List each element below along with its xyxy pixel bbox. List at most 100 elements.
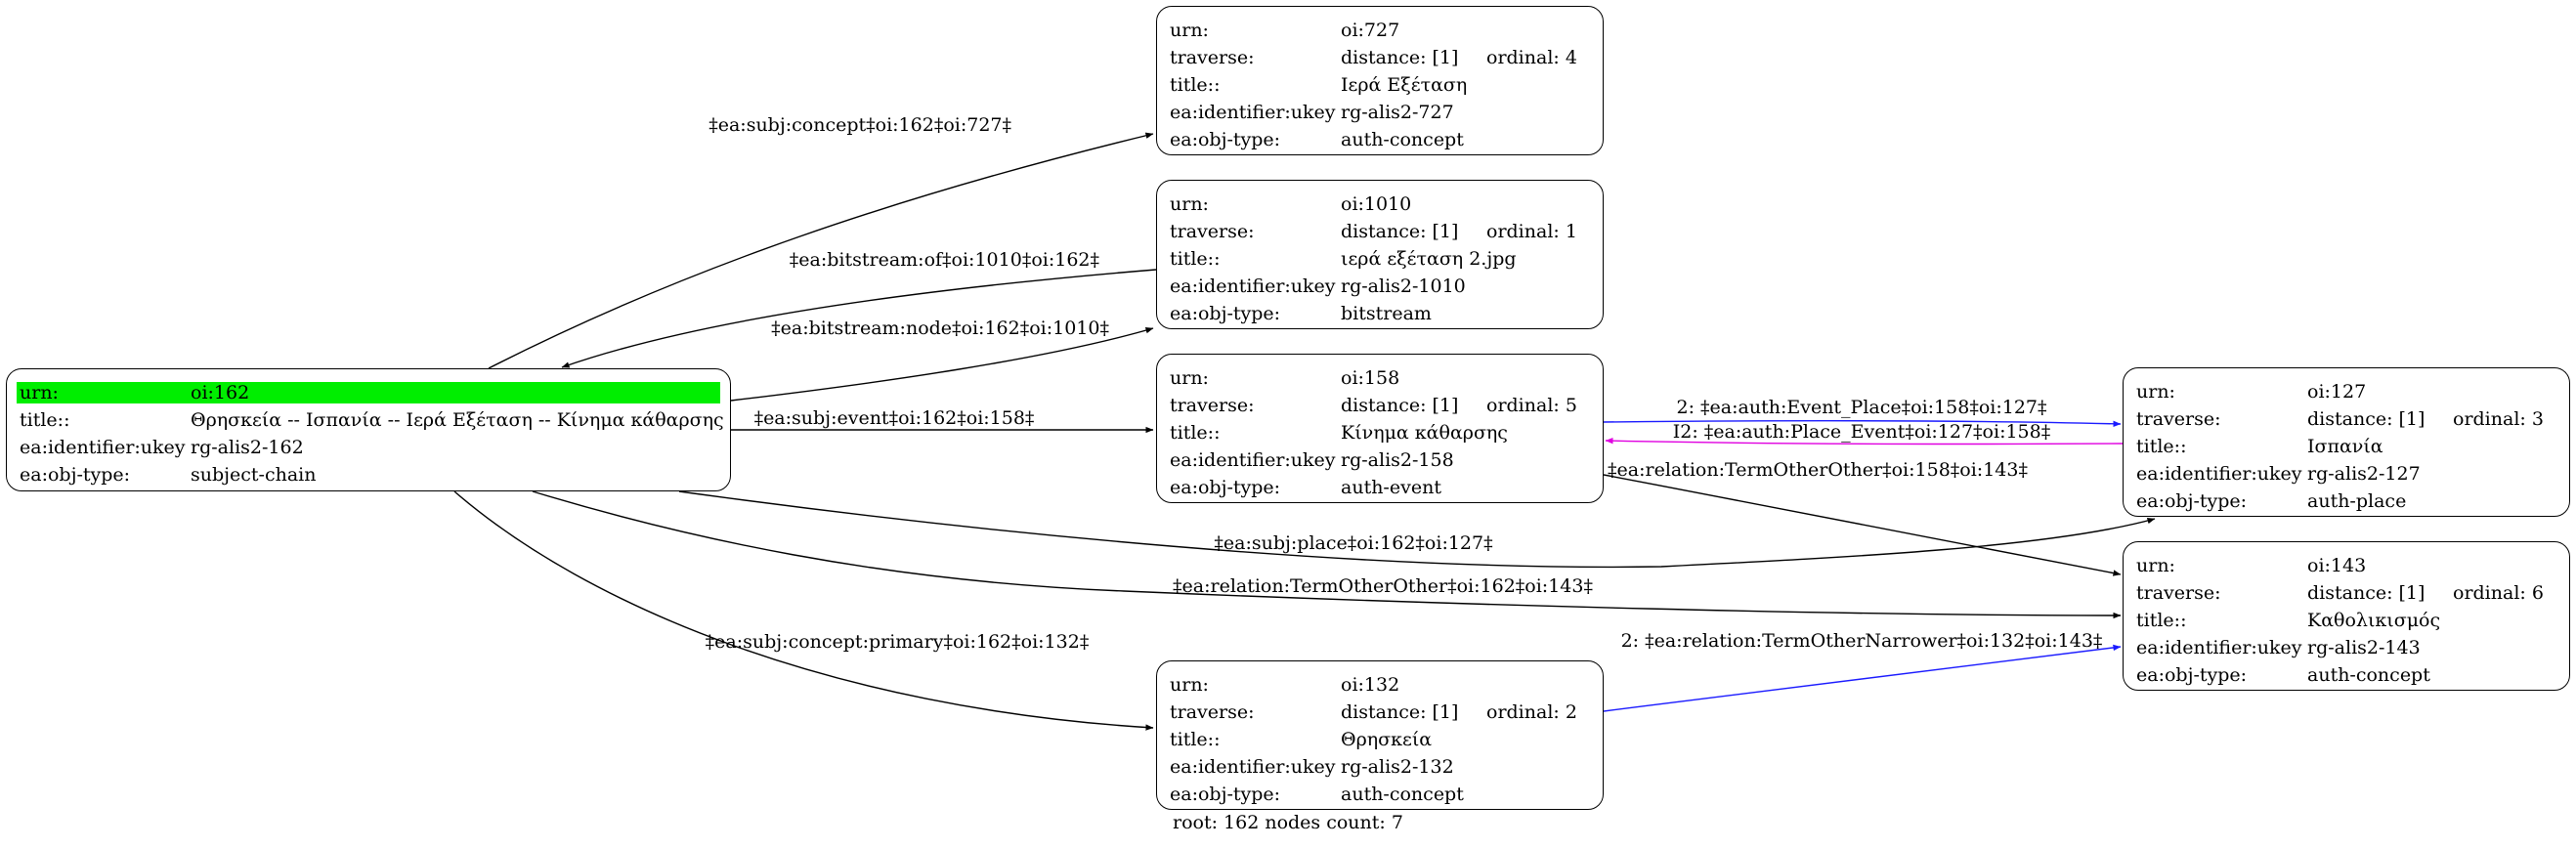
node-143[interactable]: urn:oi:143 traverse: distance: [1] ordinal:… bbox=[2123, 541, 2570, 691]
row-ordinal: ordinal: 1 bbox=[1486, 221, 1577, 242]
row-value: distance: [1] bbox=[1341, 221, 1459, 242]
row-key: traverse: bbox=[2136, 582, 2221, 604]
row-value: oi:158 bbox=[1341, 367, 1400, 389]
node-132[interactable]: urn:oi:132 traverse: distance: [1] ordinal:… bbox=[1156, 660, 1604, 810]
row-value: distance: [1] bbox=[1341, 701, 1459, 723]
row-value: oi:727 bbox=[1341, 20, 1400, 41]
edge-label: 2: ‡ea:auth:Event_Place‡oi:158‡oi:127‡ bbox=[1677, 397, 2047, 418]
node-row: title::ιερά εξέταση 2.jpg bbox=[1157, 246, 1602, 272]
node-row: title::Κίνημα κάθαρσης bbox=[1157, 420, 1602, 445]
footer-summary: root: 162 nodes count: 7 bbox=[1173, 812, 1403, 833]
row-key: title:: bbox=[1170, 729, 1221, 750]
node-row: urn: oi:727 bbox=[1157, 18, 1602, 43]
node-row: urn:oi:143 bbox=[2124, 553, 2568, 578]
node-row: traverse: distance: [1] ordinal: 6 bbox=[2124, 580, 2568, 606]
row-key: urn: bbox=[20, 382, 59, 403]
row-key: ea:obj-type: bbox=[20, 464, 131, 486]
row-key: ea:identifier:ukey bbox=[2136, 463, 2302, 485]
edge-label: ‡ea:subj:place‡oi:162‡oi:127‡ bbox=[1214, 532, 1492, 554]
edge-event-place bbox=[1603, 419, 2122, 428]
row-value: oi:1010 bbox=[1341, 193, 1412, 215]
row-key: ea:identifier:ukey bbox=[20, 437, 186, 458]
edge-termother-162 bbox=[532, 490, 2122, 619]
row-key: traverse: bbox=[1170, 47, 1255, 68]
row-key: title:: bbox=[2136, 436, 2187, 457]
row-value: rg-alis2-727 bbox=[1341, 102, 1454, 123]
node-row: ea:obj-type: auth-event bbox=[1157, 475, 1602, 500]
row-value: distance: [1] bbox=[2307, 582, 2426, 604]
row-ordinal: ordinal: 4 bbox=[1486, 47, 1577, 68]
node-row: traverse:distance: [1]ordinal: 4 bbox=[1157, 45, 1602, 70]
node-158[interactable]: urn: oi:158 traverse: distance: [1] ordinal:… bbox=[1156, 354, 1604, 503]
row-value: distance: [1] bbox=[1341, 395, 1459, 416]
node-row: title::Θρησκεία -- Ισπανία -- Ιερά Εξέτα… bbox=[7, 407, 729, 433]
row-value: oi:132 bbox=[1341, 674, 1400, 696]
edge-label: ‡ea:bitstream:of‡oi:1010‡oi:162‡ bbox=[790, 249, 1099, 271]
row-value: auth-concept bbox=[1341, 784, 1464, 805]
node-row: title::Καθολικισμός bbox=[2124, 608, 2568, 633]
row-key: ea:obj-type: bbox=[1170, 303, 1281, 324]
row-key: title:: bbox=[1170, 248, 1221, 270]
edge-bitstream-node bbox=[730, 327, 1154, 402]
node-row: title::Ισπανία bbox=[2124, 434, 2568, 459]
row-value: auth-event bbox=[1341, 477, 1441, 498]
node-row: ea:obj-type:auth-concept bbox=[2124, 662, 2568, 688]
row-value: Ισπανία bbox=[2307, 436, 2383, 457]
row-value: rg-alis2-132 bbox=[1341, 756, 1454, 778]
row-ordinal: ordinal: 3 bbox=[2453, 408, 2544, 430]
row-ordinal: ordinal: 5 bbox=[1486, 395, 1577, 416]
node-row: traverse:distance: [1]ordinal: 1 bbox=[1157, 219, 1602, 244]
node-row: traverse: distance: [1] ordinal: 5 bbox=[1157, 393, 1602, 418]
node-row: ea:obj-type: bitstream bbox=[1157, 301, 1602, 326]
row-value: rg-alis2-158 bbox=[1341, 449, 1454, 471]
node-row: urn: oi:162 bbox=[7, 380, 729, 405]
row-key: ea:identifier:ukey bbox=[1170, 276, 1336, 297]
root-highlight bbox=[17, 382, 720, 403]
row-key: title:: bbox=[20, 409, 70, 431]
edge-subj-place bbox=[678, 490, 2156, 569]
row-key: ea:obj-type: bbox=[1170, 129, 1281, 150]
row-key: traverse: bbox=[1170, 395, 1255, 416]
row-value: oi:162 bbox=[191, 382, 250, 403]
row-value: rg-alis2-1010 bbox=[1341, 276, 1466, 297]
edge-label: ‡ea:subj:concept:primary‡oi:162‡oi:132‡ bbox=[706, 631, 1090, 653]
node-row: urn:oi:132 bbox=[1157, 672, 1602, 698]
node-127[interactable]: urn: oi:127 traverse:distance: [1]ordinal:… bbox=[2123, 367, 2570, 517]
row-value: bitstream bbox=[1341, 303, 1432, 324]
row-value: rg-alis2-143 bbox=[2307, 637, 2421, 658]
row-key: urn: bbox=[1170, 367, 1209, 389]
row-key: traverse: bbox=[1170, 701, 1255, 723]
edge-label: 2: ‡ea:relation:TermOtherNarrower‡oi:132… bbox=[1621, 630, 2103, 652]
node-row: traverse: distance: [1] ordinal: 2 bbox=[1157, 700, 1602, 725]
row-key: ea:obj-type: bbox=[1170, 784, 1281, 805]
row-key: urn: bbox=[2136, 381, 2175, 403]
row-key: urn: bbox=[1170, 20, 1209, 41]
row-key: title:: bbox=[1170, 74, 1221, 96]
row-value: rg-alis2-127 bbox=[2307, 463, 2421, 485]
row-ordinal: ordinal: 2 bbox=[1486, 701, 1577, 723]
node-row: ea:obj-type:auth-concept bbox=[1157, 127, 1602, 152]
node-row: traverse:distance: [1]ordinal: 3 bbox=[2124, 406, 2568, 432]
edge-label: ‡ea:subj:concept‡oi:162‡oi:727‡ bbox=[708, 114, 1011, 136]
node-727[interactable]: urn: oi:727 traverse:distance: [1]ordinal:… bbox=[1156, 6, 1604, 155]
row-ordinal: ordinal: 6 bbox=[2453, 582, 2544, 604]
node-row: urn:oi:1010 bbox=[1157, 191, 1602, 217]
row-value: Καθολικισμός bbox=[2307, 610, 2441, 631]
edge-termother-158 bbox=[1603, 474, 2122, 576]
edge-label: ‡ea:relation:TermOtherOther‡oi:162‡oi:14… bbox=[1173, 575, 1593, 597]
row-key: ea:obj-type: bbox=[1170, 477, 1281, 498]
row-value: oi:127 bbox=[2307, 381, 2367, 403]
row-key: ea:identifier:ukey bbox=[2136, 637, 2302, 658]
edge-subj-concept bbox=[488, 132, 1154, 369]
edge-term-narrower bbox=[1603, 644, 2122, 712]
row-value: ιερά εξέταση 2.jpg bbox=[1341, 248, 1517, 270]
